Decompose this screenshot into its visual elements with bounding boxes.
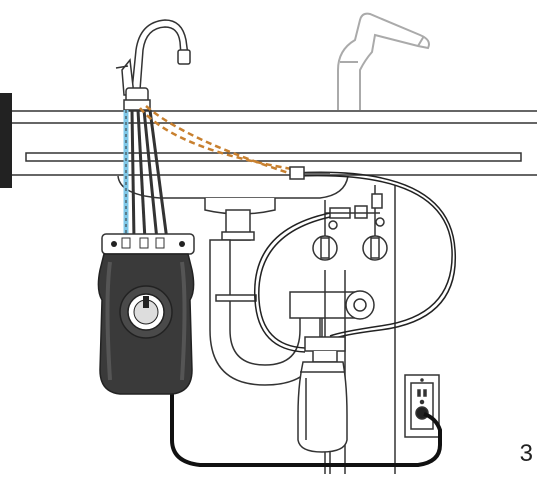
- page-number: 3: [519, 440, 533, 467]
- countertop: [12, 110, 537, 176]
- hot-water-tank-icon: [97, 233, 195, 395]
- hot-tubing: [139, 105, 299, 178]
- tube-connector: [289, 166, 330, 180]
- hot-water-faucet-icon: [115, 19, 191, 111]
- electrical-outlet-icon: [404, 374, 440, 438]
- cold-water-faucet-icon: [337, 12, 430, 110]
- drain-pipe: [209, 209, 375, 474]
- section-tab: [0, 93, 12, 188]
- power-cord: [170, 392, 442, 467]
- water-filter-icon: [297, 336, 348, 453]
- shutoff-valve-icon: [312, 185, 396, 474]
- sink-basin: [117, 175, 349, 215]
- faucet-tubes: [123, 109, 169, 241]
- filter-supply-tube: [254, 171, 456, 353]
